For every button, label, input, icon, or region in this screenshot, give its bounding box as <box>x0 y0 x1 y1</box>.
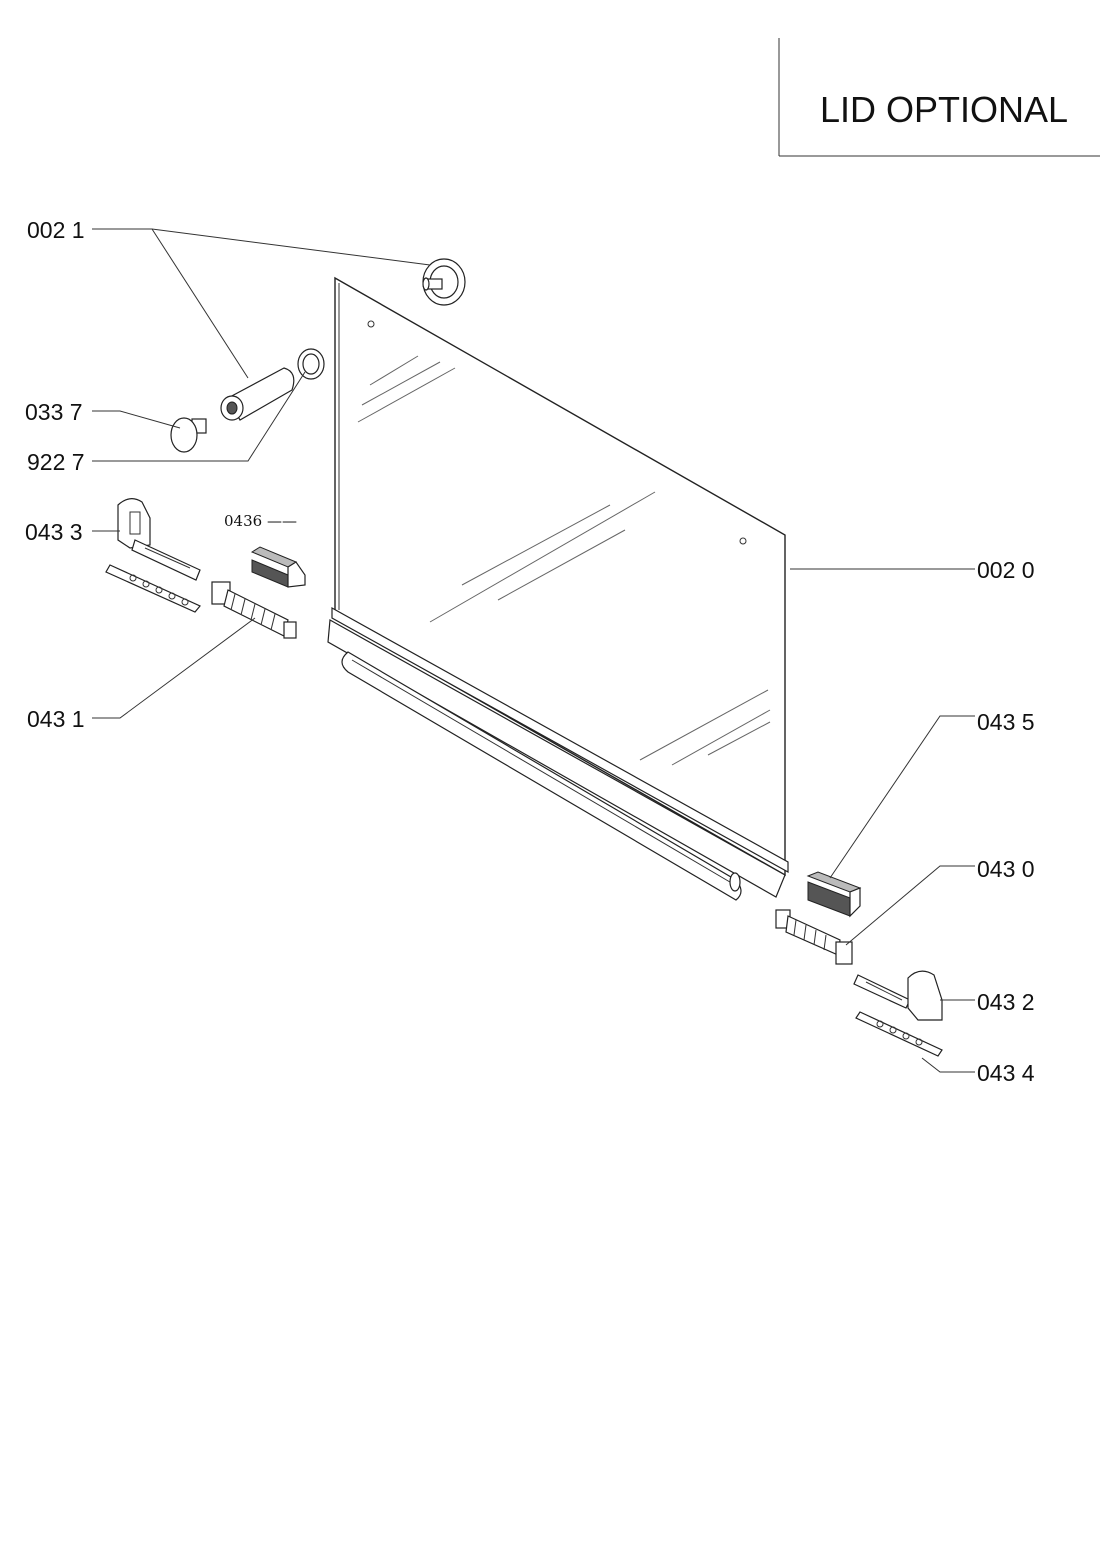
right-hinge-bracket <box>853 970 943 1057</box>
knob-screw <box>170 417 207 453</box>
foam-block-left <box>250 546 306 588</box>
label-043-5: 043 5 <box>977 709 1035 735</box>
label-033-7: 033 7 <box>25 399 83 425</box>
left-spring-pin <box>211 581 297 639</box>
right-spring-pin <box>775 909 853 965</box>
foam-block-right <box>806 871 862 918</box>
label-002-0: 002 0 <box>977 557 1035 583</box>
label-922-7: 922 7 <box>27 449 85 475</box>
title-box: LID OPTIONAL <box>778 38 1100 157</box>
label-043-1: 043 1 <box>27 706 85 732</box>
diagram-title: LID OPTIONAL <box>820 89 1068 130</box>
label-043-0: 043 0 <box>977 856 1035 882</box>
label-043-3: 043 3 <box>25 519 83 545</box>
glass-lid-panel <box>327 276 789 901</box>
knob-washer <box>422 258 466 306</box>
label-043-2: 043 2 <box>977 989 1035 1015</box>
label-0436: 0436 —— <box>224 512 297 530</box>
left-hinge-bracket <box>105 498 201 613</box>
label-002-1: 002 1 <box>27 217 85 243</box>
label-043-4: 043 4 <box>977 1060 1035 1086</box>
handle-cylinder <box>220 367 295 421</box>
washer <box>297 348 325 380</box>
part-labels: 002 1 033 7 922 7 043 3 0436 —— 043 1 00… <box>25 217 1035 1086</box>
leader-lines <box>92 228 975 1073</box>
